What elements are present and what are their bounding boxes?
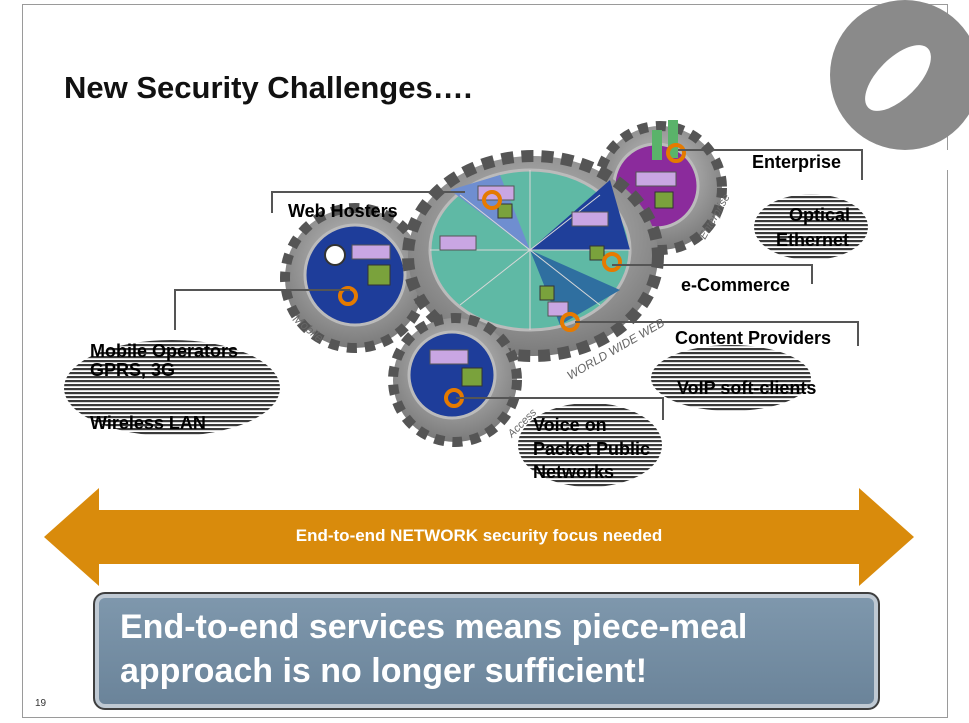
arrow-caption: End-to-end NETWORK security focus needed <box>295 526 663 545</box>
voip-ellipse <box>651 345 811 411</box>
conclusion-line-1: End-to-end services means piece-meal <box>120 608 748 646</box>
conclusion-line-2: approach is no longer sufficient! <box>120 652 648 690</box>
ethernet-label: Ethernet <box>776 230 850 250</box>
end-to-end-arrow <box>44 488 914 586</box>
ecommerce-label: e-Commerce <box>681 275 791 295</box>
web-hosters-label: Web Hosters <box>288 201 398 221</box>
gprs-3g-label: GPRS, 3G <box>90 360 176 380</box>
company-logo <box>830 0 969 170</box>
mobile-operators-ellipse <box>64 340 280 436</box>
networks-label: Networks <box>533 462 615 482</box>
optical-label: Optical <box>789 205 851 225</box>
access-gear <box>388 313 522 447</box>
wireless-lan-label: Wireless LAN <box>90 413 206 433</box>
conclusion-text: End-to-end services means piece-meal app… <box>120 605 860 693</box>
voice-on-label: Voice on <box>533 415 607 435</box>
enterprise-label: Enterprise <box>752 152 842 172</box>
slide-title: New Security Challenges…. <box>64 70 473 105</box>
packet-public-label: Packet Public <box>533 439 651 459</box>
voip-label: VoIP soft-clients <box>677 378 817 398</box>
content-providers-label: Content Providers <box>675 328 832 348</box>
voice-packet-ellipse <box>518 403 662 487</box>
slide-frame <box>22 4 948 718</box>
optical-ethernet-ellipse <box>754 194 868 260</box>
mobile-operators-label: Mobile Operators <box>90 341 239 361</box>
connector-lines <box>174 149 863 420</box>
page-number: 19 <box>35 698 47 709</box>
world-wide-web-gear <box>402 150 664 362</box>
conclusion-callout <box>93 592 880 710</box>
